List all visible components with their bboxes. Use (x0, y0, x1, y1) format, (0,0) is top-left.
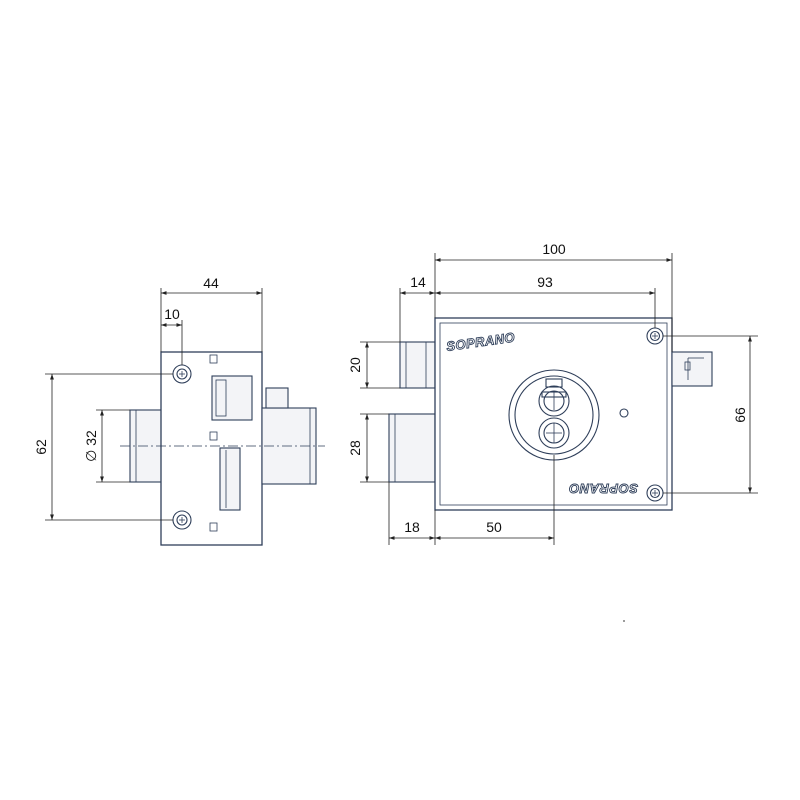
front-lower-bolt (388, 413, 436, 483)
dim-side-hole-offset: 10 (164, 306, 180, 322)
dim-upper-bolt-height: 20 (347, 357, 363, 373)
dim-backset: 14 (410, 274, 426, 290)
side-upper-bolt (211, 375, 253, 421)
front-right-tab (671, 351, 713, 387)
dim-side-width: 44 (203, 275, 219, 291)
dim-overall-width: 100 (542, 241, 566, 257)
dim-cylinder-offset: 50 (486, 519, 502, 535)
side-view: 44 10 62 ∅ 32 (33, 275, 325, 546)
stray-dot (623, 620, 625, 622)
side-top-tab (265, 387, 289, 409)
front-upper-bolt (399, 341, 436, 389)
dim-bolt-projection: 18 (404, 519, 420, 535)
front-pin (619, 408, 629, 418)
front-view: SOPRANO SOPRANO (347, 241, 758, 545)
front-case (434, 317, 673, 511)
dim-hole-spacing: 66 (732, 407, 748, 423)
dim-lower-bolt-height: 28 (347, 440, 363, 456)
dim-case-width: 93 (537, 274, 553, 290)
side-lower-bolt (219, 447, 241, 511)
dim-side-height: 62 (33, 439, 49, 455)
brand-label-bottom: SOPRANO (569, 481, 638, 496)
dim-cylinder-diameter: ∅ 32 (83, 430, 99, 462)
front-cylinder (508, 369, 600, 461)
